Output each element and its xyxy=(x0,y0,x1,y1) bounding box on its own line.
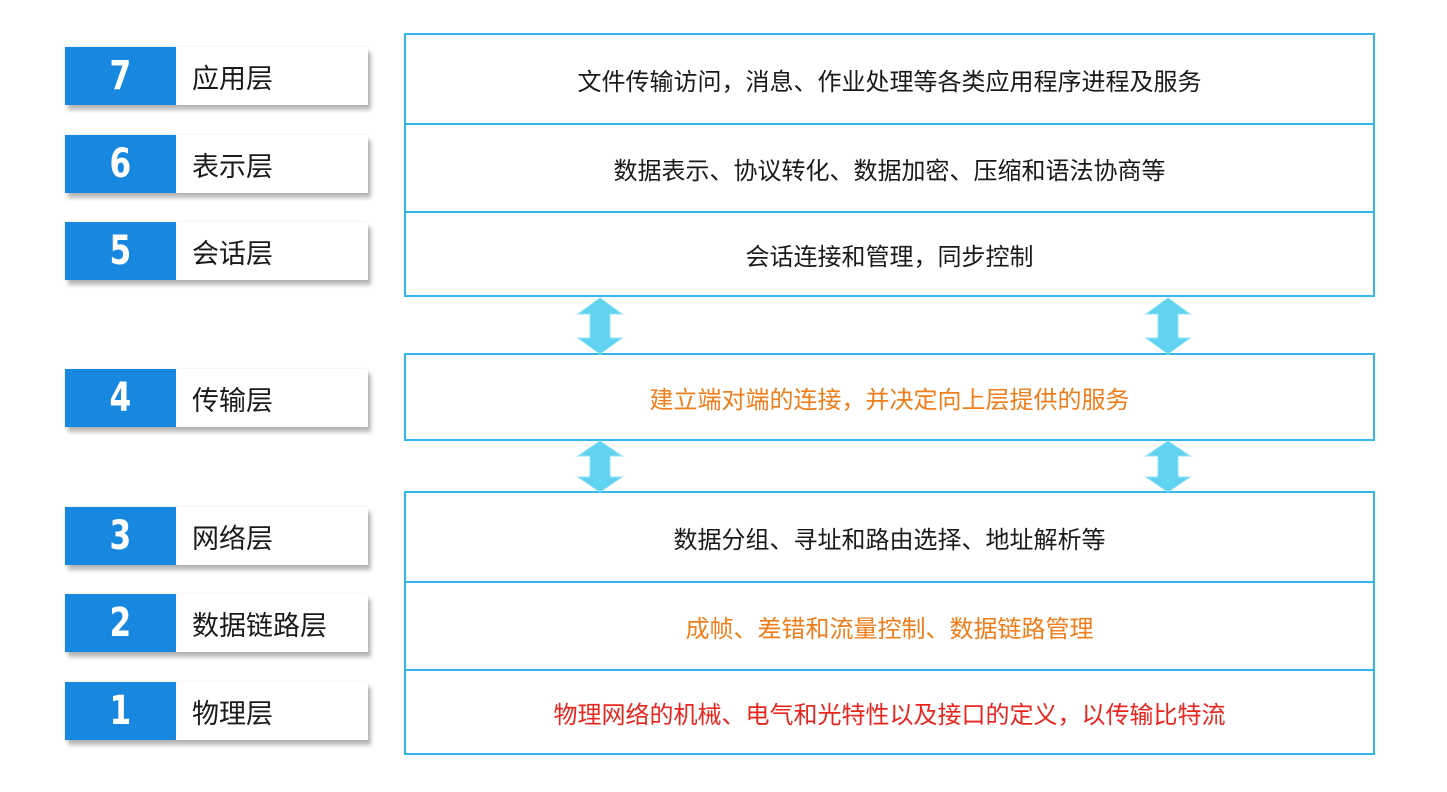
transport-layer-box: 建立端对端的连接，并决定向上层提供的服务 xyxy=(404,353,1375,441)
layer-label-5: 5 会话层 xyxy=(65,222,368,280)
layer-name: 物理层 xyxy=(192,698,273,730)
double-arrow-icon xyxy=(576,297,624,355)
double-arrow-icon xyxy=(1144,297,1192,355)
layer-name: 应用层 xyxy=(192,63,273,95)
layer-number: 5 xyxy=(65,222,176,280)
double-arrow-icon xyxy=(576,440,624,493)
layer-name: 数据链路层 xyxy=(192,610,327,642)
upper-layers-box: 文件传输访问，消息、作业处理等各类应用程序进程及服务 数据表示、协议转化、数据加… xyxy=(404,33,1375,297)
layer-name: 表示层 xyxy=(192,151,273,183)
double-arrow-icon xyxy=(1144,440,1192,493)
layer-label-6: 6 表示层 xyxy=(65,135,368,193)
layer-number: 7 xyxy=(65,47,176,105)
layer-number: 3 xyxy=(65,507,176,565)
layer-4-description: 建立端对端的连接，并决定向上层提供的服务 xyxy=(649,385,1130,414)
layer-label-7: 7 应用层 xyxy=(65,47,368,105)
layer-label-4: 4 传输层 xyxy=(65,369,368,427)
layer-label-1: 1 物理层 xyxy=(65,682,368,740)
layer-label-3: 3 网络层 xyxy=(65,507,368,565)
layer-5-description: 会话连接和管理，同步控制 xyxy=(406,211,1373,295)
layer-6-description: 数据表示、协议转化、数据加密、压缩和语法协商等 xyxy=(406,123,1373,211)
layer-number: 4 xyxy=(65,369,176,427)
layer-name: 网络层 xyxy=(192,523,273,555)
layer-number: 1 xyxy=(65,682,176,740)
layer-number: 6 xyxy=(65,135,176,193)
layer-label-2: 2 数据链路层 xyxy=(65,594,368,652)
layer-name: 会话层 xyxy=(192,238,273,270)
layer-number: 2 xyxy=(65,594,176,652)
layer-1-description: 物理网络的机械、电气和光特性以及接口的定义，以传输比特流 xyxy=(406,669,1373,753)
layer-name: 传输层 xyxy=(192,385,273,417)
lower-layers-box: 数据分组、寻址和路由选择、地址解析等 成帧、差错和流量控制、数据链路管理 物理网… xyxy=(404,491,1375,755)
layer-3-description: 数据分组、寻址和路由选择、地址解析等 xyxy=(673,525,1106,554)
layer-7-description: 文件传输访问，消息、作业处理等各类应用程序进程及服务 xyxy=(577,67,1202,96)
layer-2-description: 成帧、差错和流量控制、数据链路管理 xyxy=(406,581,1373,669)
